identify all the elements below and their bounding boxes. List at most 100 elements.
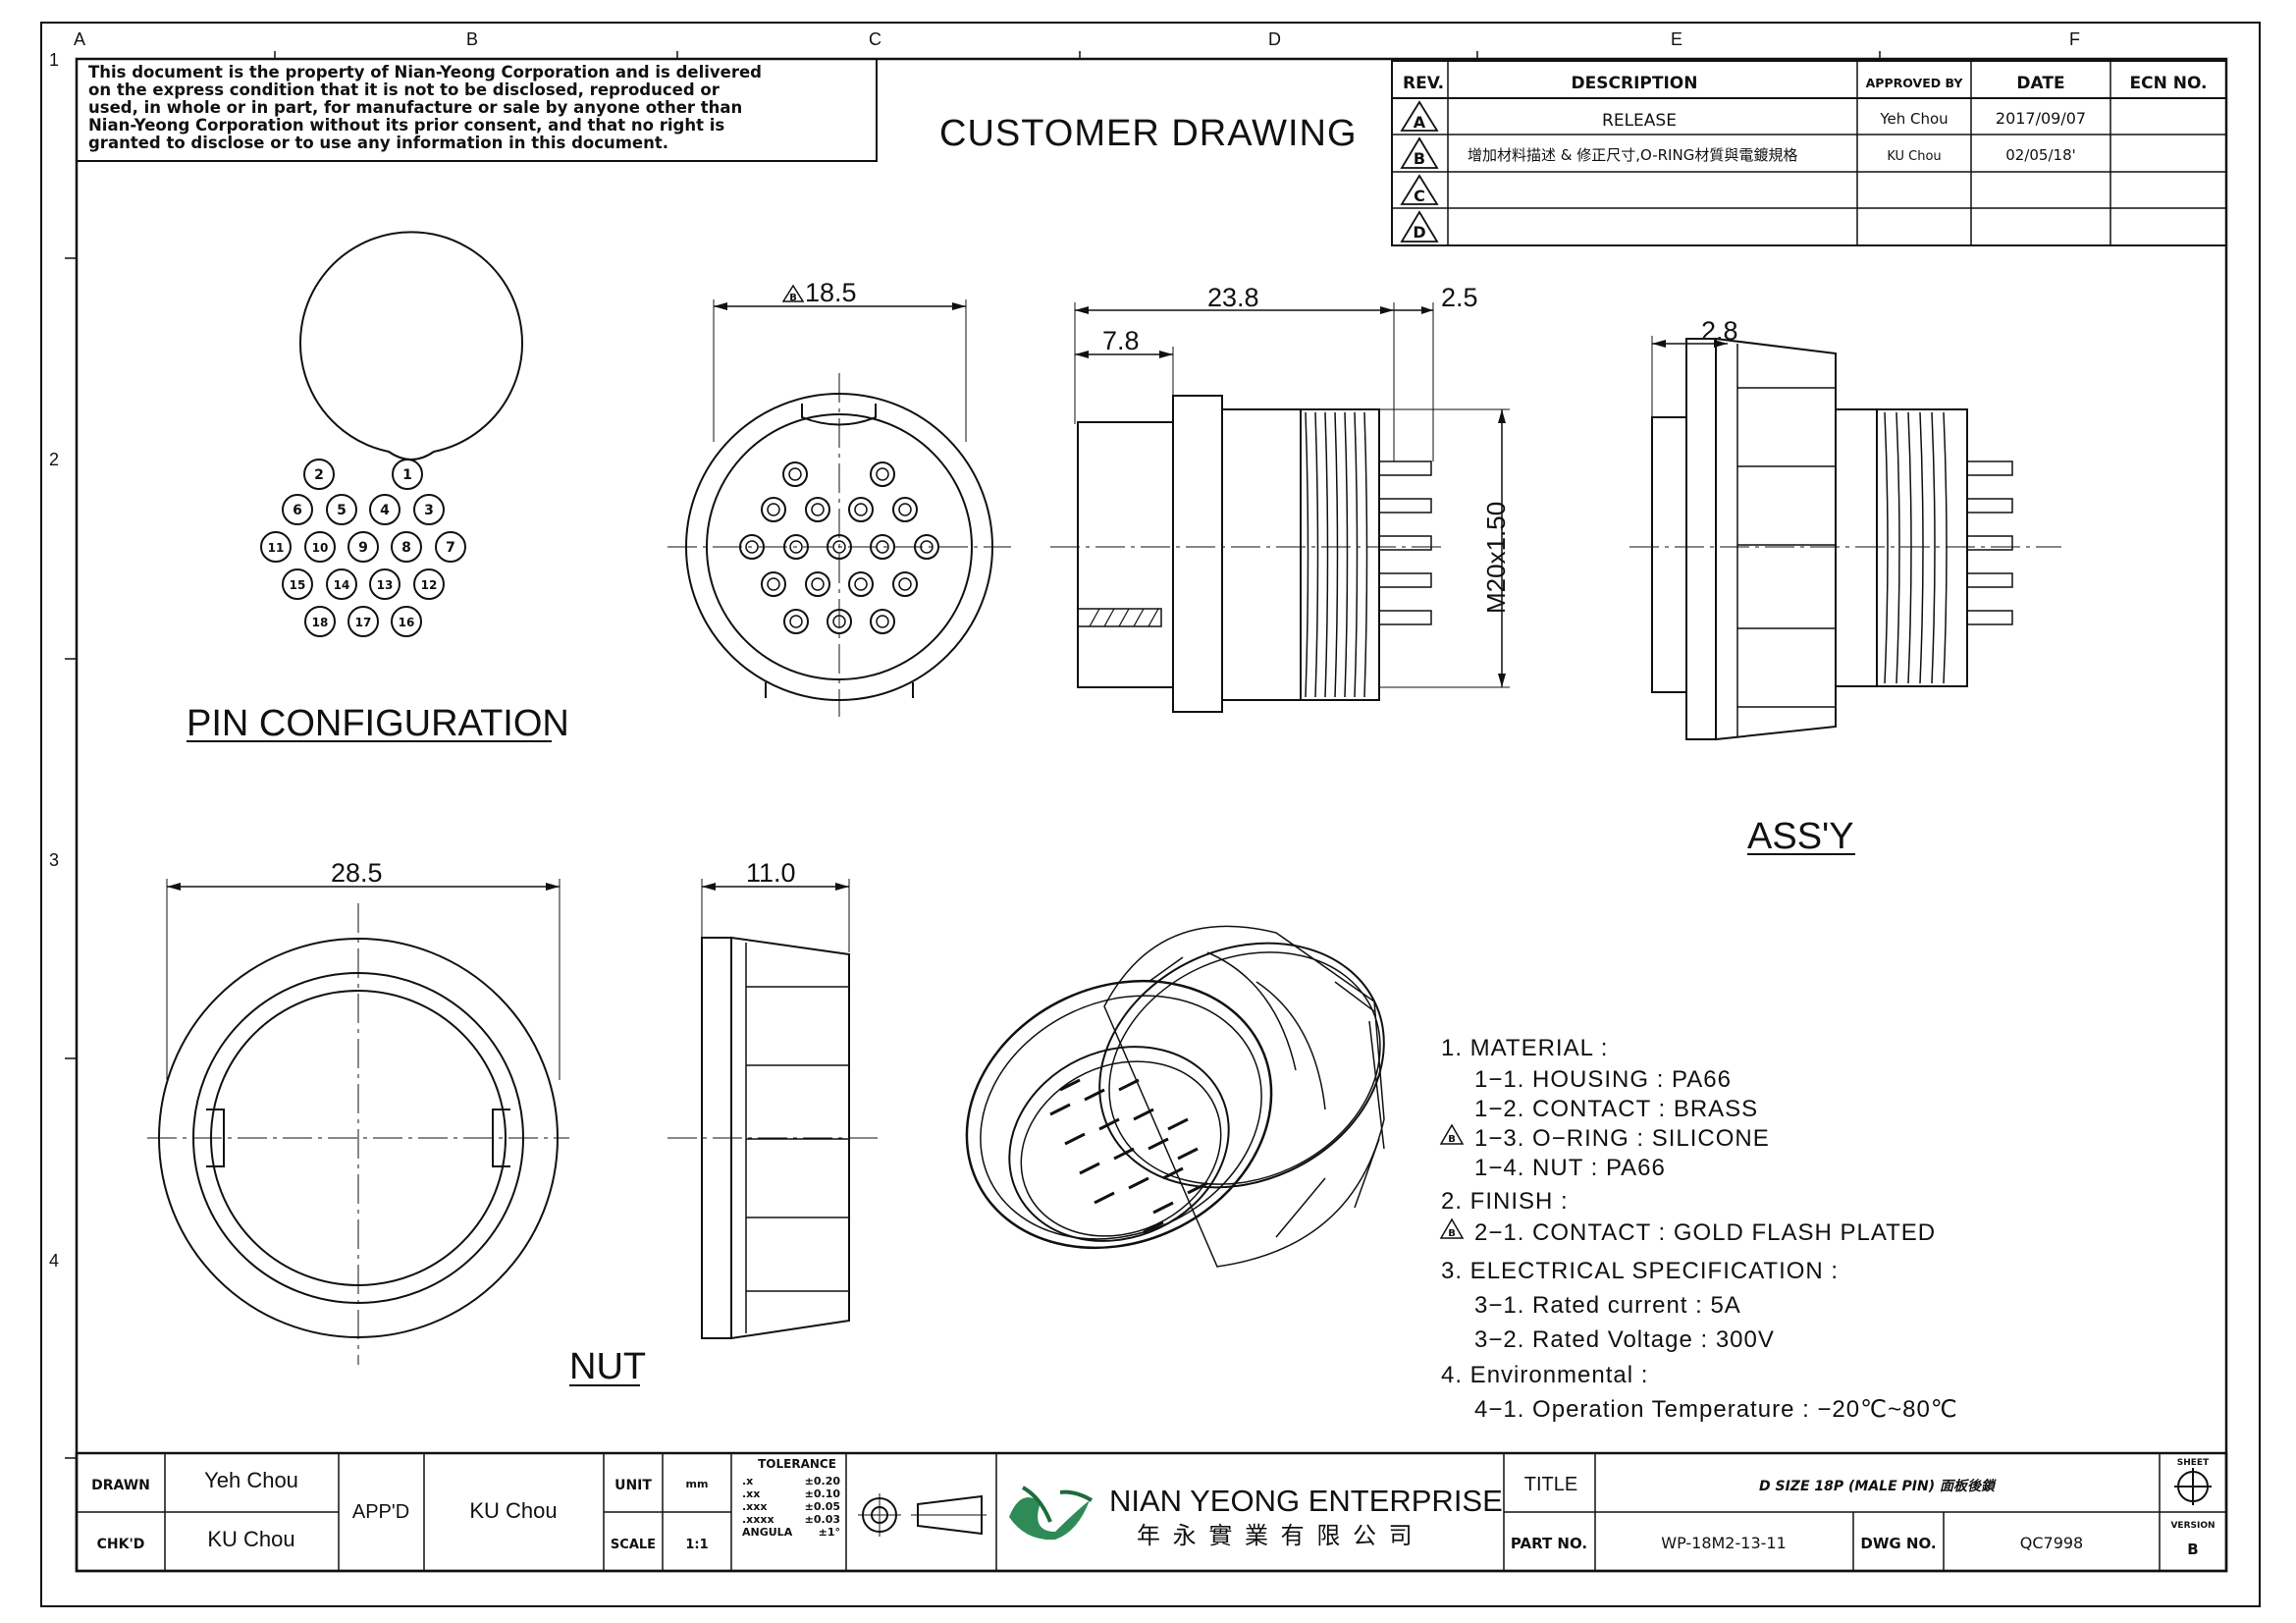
- rev-row-d-letter: D: [1413, 223, 1425, 242]
- zone-number-3: 3: [49, 850, 59, 870]
- isometric-view: [965, 925, 1385, 1268]
- version-value: B: [2187, 1541, 2198, 1558]
- pin-hole: [805, 571, 830, 597]
- pin-tail: [1966, 535, 2013, 551]
- pin-hole: [914, 534, 939, 560]
- part-no-label: PART NO.: [1511, 1535, 1587, 1552]
- iso-pin: [1079, 1162, 1100, 1175]
- note-line: 2−1. CONTACT : GOLD FLASH PLATED: [1474, 1219, 1936, 1246]
- zone-number-2: 2: [49, 450, 59, 469]
- tolerance-value: ±0.10: [805, 1488, 841, 1500]
- notice-line: used, in whole or in part, for manufactu…: [88, 98, 742, 117]
- note-line: 3−1. Rated current : 5A: [1474, 1292, 1741, 1319]
- pin-hole: [892, 571, 918, 597]
- iso-pin: [1049, 1103, 1071, 1116]
- company-logo-icon: [1009, 1486, 1094, 1541]
- iso-pin: [1152, 1201, 1174, 1215]
- pin-14: 14: [326, 568, 357, 600]
- rev-triangle-icon: D: [1400, 210, 1439, 243]
- front-dim-diameter: 18.5: [805, 278, 857, 307]
- zone-letter-e: E: [1671, 29, 1682, 49]
- pin-hole: [783, 534, 809, 560]
- pin-10: 10: [304, 531, 336, 563]
- note-line: 1. MATERIAL :: [1441, 1035, 1608, 1061]
- pin-5: 5: [326, 494, 357, 525]
- pin-8: 8: [391, 531, 422, 563]
- rev-row-b-description: 增加材料描述 & 修正尺寸,O-RING材質與電鍍規格: [1468, 146, 1797, 164]
- pin-6: 6: [282, 494, 313, 525]
- pin-number: 3: [424, 503, 434, 518]
- pin-11: 11: [260, 531, 292, 563]
- checked-label: CHK'D: [97, 1537, 145, 1552]
- title-value: D SIZE 18P (MALE PIN) 面板後鎖: [1759, 1478, 1998, 1494]
- rev-header-rev: REV.: [1403, 74, 1444, 93]
- pin-hole: [761, 571, 786, 597]
- pin-number: 4: [380, 503, 390, 518]
- checked-by: KU Chou: [207, 1527, 294, 1551]
- pin-tail: [1378, 498, 1432, 514]
- pin-configuration-label: PIN CONFIGURATION: [187, 703, 569, 744]
- scale-label: SCALE: [611, 1538, 656, 1552]
- nut-side-flutes: [745, 943, 849, 1333]
- rev-row-a-letter: A: [1414, 113, 1426, 132]
- pin-number: 13: [377, 578, 394, 592]
- pin-9: 9: [347, 531, 379, 563]
- pin-hole: [870, 534, 895, 560]
- nut-flutes: [1736, 344, 1836, 736]
- assy-dim-flange: 2.8: [1701, 316, 1738, 346]
- zone-letter-f: F: [2069, 29, 2080, 49]
- note-rev-letter: B: [1448, 1228, 1456, 1239]
- rev-row-b-date: 02/05/18': [2005, 146, 2076, 164]
- unit-value: mm: [686, 1478, 709, 1490]
- rev-row-b-letter: B: [1414, 149, 1425, 168]
- pin-2: 2: [303, 459, 335, 490]
- iso-pin: [1064, 1132, 1086, 1146]
- pin-tail: [1378, 610, 1432, 625]
- side-thread-spec: M20x1.50: [1481, 502, 1511, 614]
- pin-number: 5: [337, 503, 347, 518]
- drawn-label: DRAWN: [91, 1478, 150, 1493]
- side-dim-pins: 2.5: [1441, 283, 1478, 312]
- pin-tail: [1966, 460, 2013, 476]
- pin-tail: [1378, 535, 1432, 551]
- iso-pin: [1148, 1137, 1169, 1151]
- pin-7: 7: [435, 531, 466, 563]
- rev-triangle-icon: B: [1400, 136, 1439, 169]
- iso-pin: [1143, 1220, 1164, 1234]
- tolerance-value: ±0.03: [805, 1513, 840, 1526]
- rev-header-description: DESCRIPTION: [1572, 74, 1698, 93]
- tolerance-value: ±1°: [819, 1526, 840, 1539]
- pin-hole: [827, 534, 852, 560]
- revision-table: REV. DESCRIPTION APPROVED BY DATE ECN NO…: [1391, 60, 2227, 246]
- zone-letters: A B C D E F: [74, 29, 2080, 49]
- notice-line: Nian-Yeong Corporation without its prior…: [88, 116, 724, 135]
- pin-number: 2: [314, 467, 324, 483]
- pin-4: 4: [369, 494, 400, 525]
- pin-hole: [783, 609, 809, 634]
- pin-hole: [739, 534, 765, 560]
- notice-line: granted to disclose or to use any inform…: [88, 134, 668, 152]
- iso-pin: [1133, 1108, 1154, 1121]
- iso-pin: [1094, 1191, 1115, 1205]
- pin-13: 13: [369, 568, 400, 600]
- nut-side-view: 11.0 NUT: [569, 858, 883, 1387]
- iso-pin: [1118, 1078, 1140, 1092]
- rev-triangle-icon: A: [1400, 100, 1439, 132]
- thread-ridges: [1305, 411, 1368, 698]
- dwg-no-label: DWG NO.: [1860, 1535, 1936, 1552]
- front-pin-holes: [739, 461, 939, 634]
- nut-dim-diameter: 28.5: [331, 858, 383, 888]
- pin-hole: [827, 609, 852, 634]
- pin-number: 15: [290, 578, 306, 592]
- rev-row-a-description: RELEASE: [1602, 111, 1677, 131]
- nut-label: NUT: [569, 1346, 646, 1387]
- assy-thread-ridges: [1884, 411, 1948, 684]
- property-notice: This document is the property of Nian-Ye…: [76, 58, 878, 162]
- zone-letter-a: A: [74, 29, 85, 49]
- assembly-view: 2.8 ASS'Y: [1629, 316, 2061, 857]
- pin-number: 12: [421, 578, 438, 592]
- tolerance-key: .x: [742, 1475, 753, 1488]
